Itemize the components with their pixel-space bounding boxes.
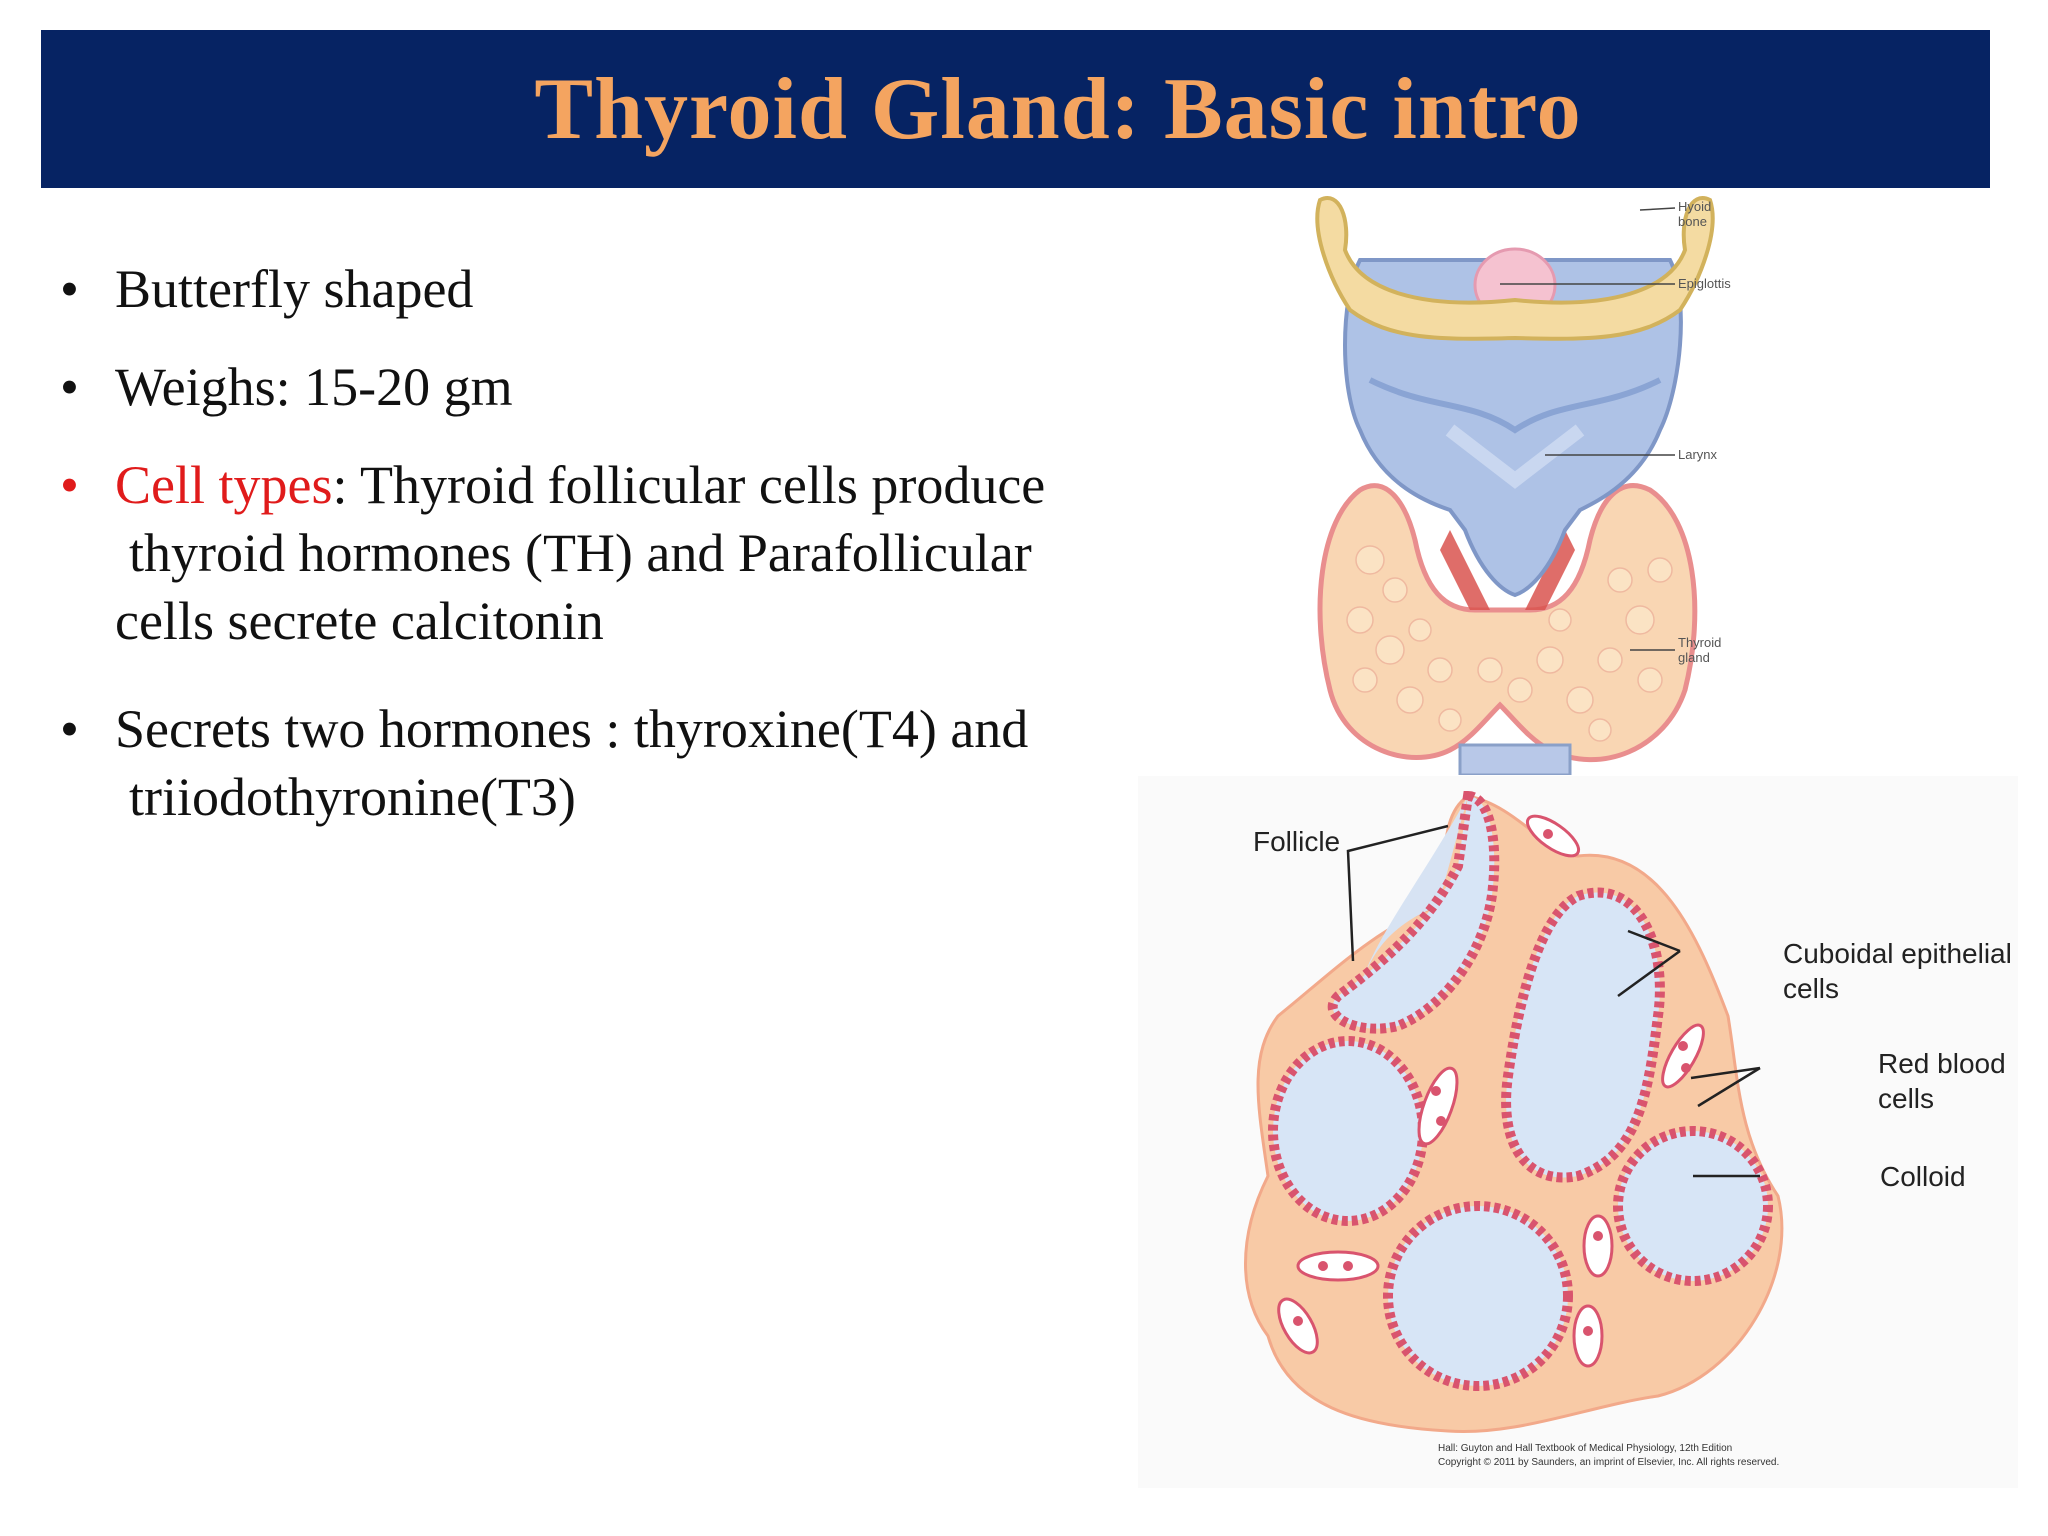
follicle bbox=[1501, 887, 1665, 1183]
label-cuboidal-cells: Cuboidal epithelial bbox=[1783, 938, 2012, 969]
bullet-list: • Butterfly shaped • Weighs: 15-20 gm • … bbox=[60, 255, 1120, 861]
bullet-item-shape: • Butterfly shaped bbox=[60, 255, 1120, 323]
bullet-icon: • bbox=[60, 455, 79, 515]
hyoid-bone bbox=[1315, 196, 1715, 341]
bullet-text: Butterfly shaped bbox=[115, 259, 474, 319]
red-blood-cells bbox=[1293, 829, 1691, 1336]
thyroid-follicle-histology-figure: Follicle Cuboidal epithelial cells Red b… bbox=[1138, 776, 2018, 1488]
bullet-text: cells secrete calcitonin bbox=[115, 591, 604, 651]
follicles bbox=[1268, 790, 1773, 1391]
follicle bbox=[1327, 790, 1500, 1034]
label-red-blood-cells: Red blood bbox=[1878, 1048, 2006, 1079]
bullet-item-weight: • Weighs: 15-20 gm bbox=[60, 353, 1120, 421]
label-follicle: Follicle bbox=[1253, 826, 1340, 857]
muscle-right bbox=[1525, 530, 1575, 610]
follicle bbox=[1268, 1036, 1428, 1226]
bullet-text: Secrets two hormones : thyroxine(T4) and bbox=[115, 699, 1029, 759]
thyroid-gland-illustration bbox=[1317, 483, 1698, 763]
bullet-text: : Thyroid follicular cells produce bbox=[332, 455, 1046, 515]
bullet-item-cell-types: • Cell types: Thyroid follicular cells p… bbox=[60, 451, 1120, 655]
thyroid-anatomy-figure: Hyoid bone Epiglottis Larynx Thyroid gla… bbox=[1315, 196, 1731, 775]
label-larynx: Larynx bbox=[1678, 447, 1718, 462]
label-cuboidal-cells: cells bbox=[1783, 973, 1839, 1004]
bullet-text: Weighs: 15-20 gm bbox=[115, 357, 513, 417]
figure-credit: Hall: Guyton and Hall Textbook of Medica… bbox=[1438, 1443, 1732, 1454]
bullet-text: thyroid hormones (TH) and Parafollicular bbox=[129, 523, 1032, 583]
follicle bbox=[1383, 1201, 1573, 1391]
bullet-icon: • bbox=[60, 699, 79, 759]
label-thyroid: gland bbox=[1678, 650, 1710, 665]
label-thyroid: Thyroid bbox=[1678, 635, 1721, 650]
trachea bbox=[1458, 743, 1572, 775]
bullet-item-hormones: • Secrets two hormones : thyroxine(T4) a… bbox=[60, 695, 1120, 831]
slide-title: Thyroid Gland: Basic intro bbox=[534, 60, 1582, 158]
label-hyoid: Hyoid bbox=[1678, 199, 1711, 214]
bullet-icon: • bbox=[60, 357, 79, 417]
label-red-blood-cells: cells bbox=[1878, 1083, 1934, 1114]
bullet-icon: • bbox=[60, 259, 79, 319]
follicle-open bbox=[1358, 796, 1468, 996]
leader-lines bbox=[1346, 824, 1761, 1178]
figure-credit: Copyright © 2011 by Saunders, an imprint… bbox=[1438, 1457, 1779, 1468]
label-epiglottis: Epiglottis bbox=[1678, 276, 1731, 291]
muscle-left bbox=[1440, 530, 1490, 610]
highlight-term: Cell types bbox=[115, 455, 333, 515]
bullet-text: triiodothyronine(T3) bbox=[129, 767, 576, 827]
label-colloid: Colloid bbox=[1880, 1161, 1966, 1192]
follicle bbox=[1613, 1126, 1773, 1286]
title-bar: Thyroid Gland: Basic intro bbox=[41, 30, 1990, 188]
label-hyoid: bone bbox=[1678, 214, 1707, 229]
capillaries bbox=[1277, 814, 1705, 1368]
